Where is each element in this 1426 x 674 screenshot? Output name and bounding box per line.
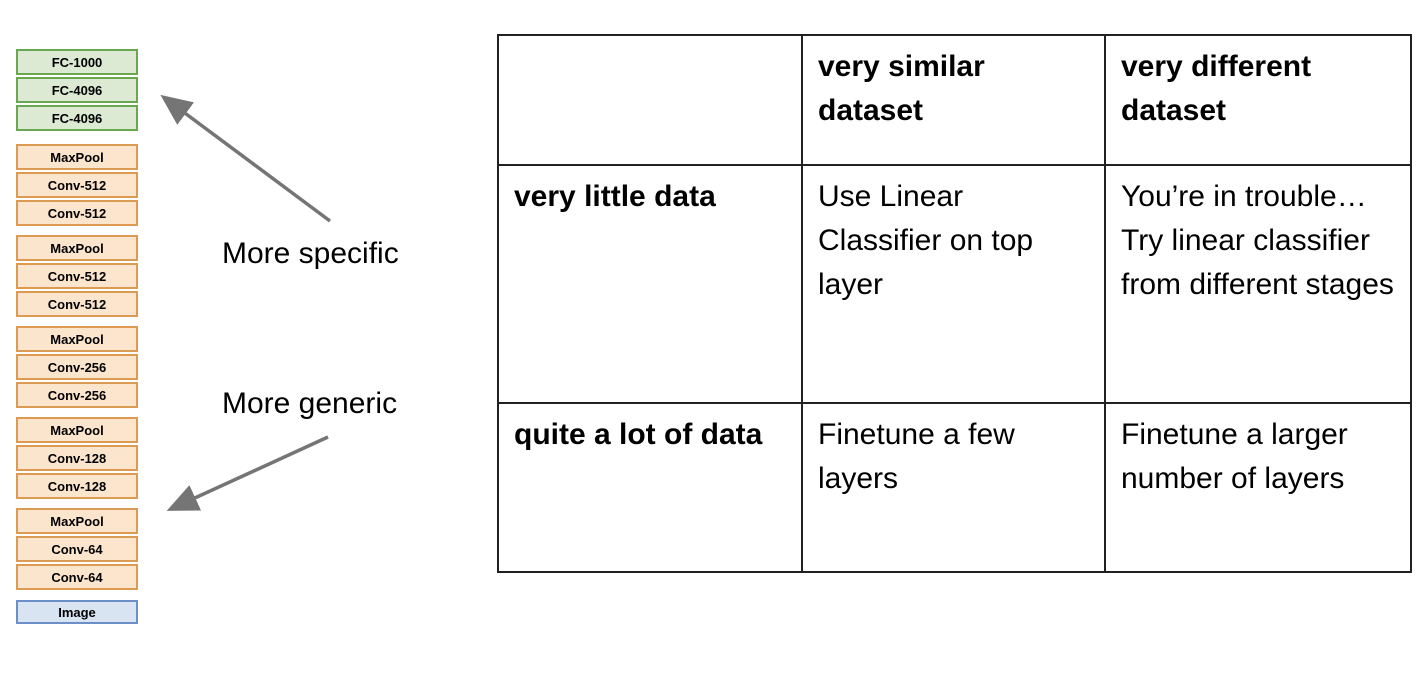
- row-header-very-little-data: very little data: [497, 164, 803, 404]
- layer-box-conv512-d: Conv-512: [16, 291, 138, 317]
- col-header-very-similar-dataset: very similar dataset: [801, 34, 1106, 166]
- layer-box-conv512-a: Conv-512: [16, 172, 138, 198]
- cell-little-data-different: You’re in trouble… Try linear classifier…: [1104, 164, 1412, 404]
- more-specific-label: More specific: [222, 237, 399, 270]
- layer-box-maxpool-1: MaxPool: [16, 508, 138, 534]
- table-corner-cell: [497, 34, 803, 166]
- table-header-row: very similar dataset very different data…: [497, 34, 1412, 166]
- layer-box-conv128-a: Conv-128: [16, 445, 138, 471]
- layer-box-conv128-b: Conv-128: [16, 473, 138, 499]
- conv5-layer-group: MaxPool Conv-512 Conv-512: [16, 144, 138, 226]
- layer-box-maxpool-5: MaxPool: [16, 144, 138, 170]
- cell-little-data-similar: Use Linear Classifier on top layer: [801, 164, 1106, 404]
- layer-box-maxpool-4: MaxPool: [16, 235, 138, 261]
- col-header-very-different-dataset: very different dataset: [1104, 34, 1412, 166]
- layer-box-maxpool-3: MaxPool: [16, 326, 138, 352]
- layer-box-conv256-a: Conv-256: [16, 354, 138, 380]
- layer-box-conv512-c: Conv-512: [16, 263, 138, 289]
- layer-box-fc4096-a: FC-4096: [16, 77, 138, 103]
- cell-lot-data-different: Finetune a larger number of layers: [1104, 402, 1412, 573]
- layer-box-fc1000: FC-1000: [16, 49, 138, 75]
- conv2-layer-group: MaxPool Conv-128 Conv-128: [16, 417, 138, 499]
- layer-box-conv256-b: Conv-256: [16, 382, 138, 408]
- more-specific-arrow: [160, 94, 332, 223]
- more-generic-arrow: [166, 435, 329, 511]
- table-row-very-little-data: very little data Use Linear Classifier o…: [497, 164, 1412, 404]
- layer-box-conv64-b: Conv-64: [16, 564, 138, 590]
- image-input-group: Image: [16, 600, 138, 624]
- row-header-lot-of-data: quite a lot of data: [497, 402, 803, 573]
- layer-box-conv512-b: Conv-512: [16, 200, 138, 226]
- more-generic-label: More generic: [222, 387, 398, 420]
- conv3-layer-group: MaxPool Conv-256 Conv-256: [16, 326, 138, 408]
- layer-box-image: Image: [16, 600, 138, 624]
- conv1-layer-group: MaxPool Conv-64 Conv-64: [16, 508, 138, 590]
- layer-box-fc4096-b: FC-4096: [16, 105, 138, 131]
- fc-layer-group: FC-1000 FC-4096 FC-4096: [16, 49, 138, 131]
- transfer-learning-table: very similar dataset very different data…: [497, 34, 1412, 573]
- table-row-lot-of-data: quite a lot of data Finetune a few layer…: [497, 402, 1412, 573]
- conv4-layer-group: MaxPool Conv-512 Conv-512: [16, 235, 138, 317]
- layer-box-maxpool-2: MaxPool: [16, 417, 138, 443]
- layer-box-conv64-a: Conv-64: [16, 536, 138, 562]
- cell-lot-data-similar: Finetune a few layers: [801, 402, 1106, 573]
